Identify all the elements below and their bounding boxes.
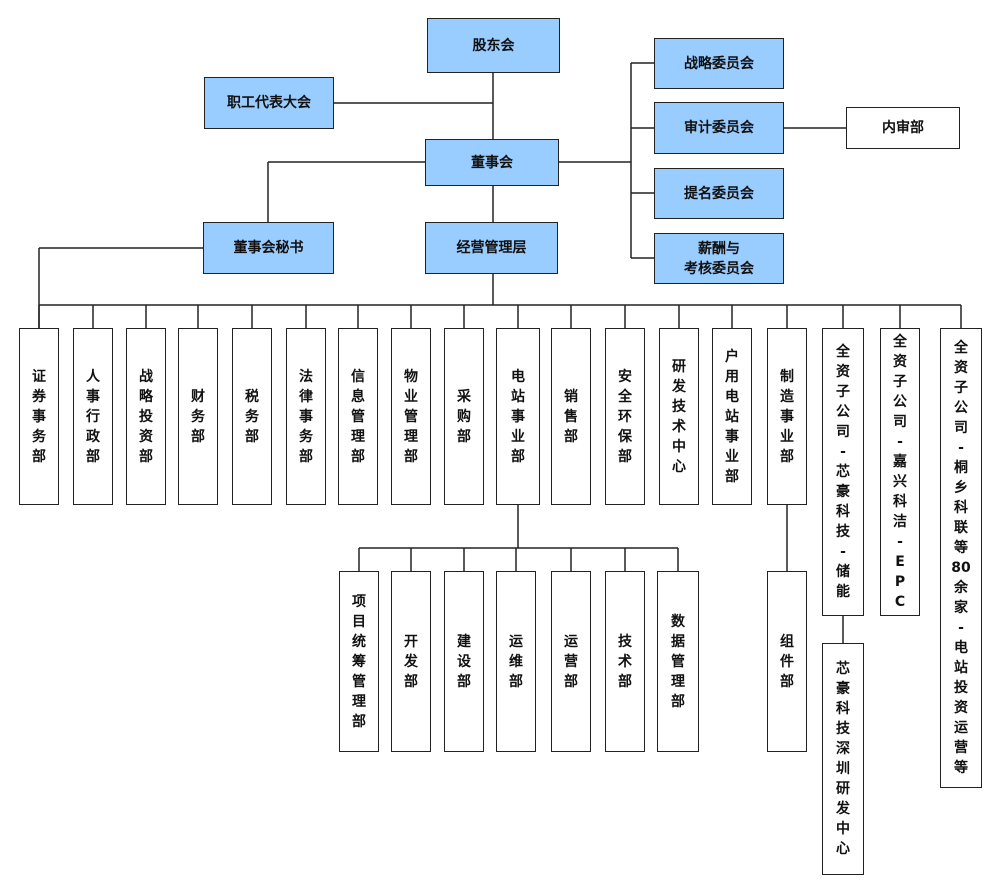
hr-admin-dept-box: 人 事 行 政 部 <box>73 328 113 505</box>
rd-technology-center-box: 研 发 技 术 中 心 <box>659 328 699 505</box>
internal-audit-box: 内审部 <box>846 107 960 149</box>
xinhao-shenzhen-rd-center-box: 芯 豪 科 技 深 圳 研 发 中 心 <box>822 643 864 875</box>
shareholders-box: 股东会 <box>427 18 560 73</box>
module-dept-box: 组 件 部 <box>767 571 807 752</box>
workers-congress-box: 职工代表大会 <box>204 77 334 129</box>
construction-dept-box: 建 设 部 <box>444 571 484 752</box>
data-management-dept-box: 数 据 管 理 部 <box>657 571 699 752</box>
operations-dept-box: 运 营 部 <box>551 571 591 752</box>
development-dept-box: 开 发 部 <box>391 571 431 752</box>
procurement-dept-box: 采 购 部 <box>444 328 484 505</box>
property-management-dept-box: 物 业 管 理 部 <box>391 328 431 505</box>
board-box: 董事会 <box>425 139 559 186</box>
strategy-committee-box: 战略委员会 <box>654 38 784 89</box>
technology-dept-box: 技 术 部 <box>605 571 645 752</box>
safety-environment-dept-box: 安 全 环 保 部 <box>605 328 645 505</box>
residential-power-station-division-box: 户 用 电 站 事 业 部 <box>712 328 752 505</box>
audit-committee-box: 审计委员会 <box>654 102 784 154</box>
sales-dept-box: 销 售 部 <box>551 328 591 505</box>
subsidiary-xinhao-storage-box: 全 资 子 公 司 - 芯 豪 科 技 - 储 能 <box>822 328 864 616</box>
strategic-investment-dept-box: 战 略 投 资 部 <box>126 328 166 505</box>
subsidiary-tongxiang-kelian-etc-box: 全 资 子 公 司 - 桐 乡 科 联 等 80 余 家 - 电 站 投 资 运… <box>940 328 982 788</box>
securities-affairs-dept-box: 证 券 事 务 部 <box>19 328 59 505</box>
project-coordination-dept-box: 项 目 统 筹 管 理 部 <box>339 571 379 752</box>
management-box: 经营管理层 <box>425 222 558 274</box>
legal-affairs-dept-box: 法 律 事 务 部 <box>286 328 326 505</box>
power-station-division-box: 电 站 事 业 部 <box>496 328 540 505</box>
board-secretary-box: 董事会秘书 <box>203 222 334 274</box>
operation-maintenance-dept-box: 运 维 部 <box>496 571 536 752</box>
finance-dept-box: 财 务 部 <box>178 328 218 505</box>
tax-dept-box: 税 务 部 <box>232 328 272 505</box>
information-management-dept-box: 信 息 管 理 部 <box>338 328 378 505</box>
nomination-committee-box: 提名委员会 <box>654 168 784 219</box>
subsidiary-jiaxing-kejie-epc-box: 全 资 子 公 司 - 嘉 兴 科 洁 - E P C <box>880 328 920 616</box>
manufacturing-division-box: 制 造 事 业 部 <box>767 328 807 505</box>
remuneration-committee-box: 薪酬与 考核委员会 <box>654 233 784 284</box>
